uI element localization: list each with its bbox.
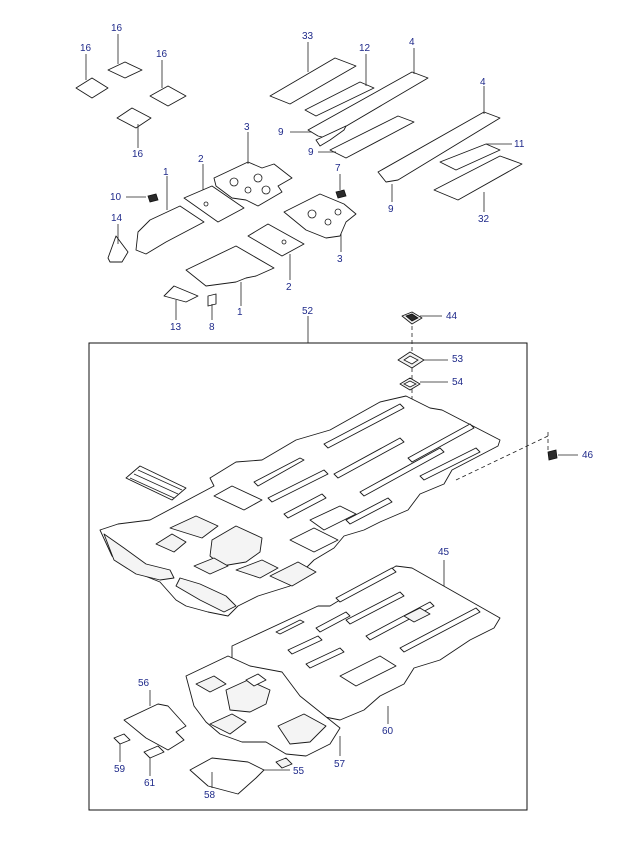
callout-60: 60 xyxy=(382,726,394,737)
callout-56: 56 xyxy=(138,678,150,689)
callout-4: 4 xyxy=(409,37,415,48)
callout-16: 16 xyxy=(80,43,92,54)
callout-58: 58 xyxy=(204,790,216,801)
callout-4: 4 xyxy=(480,77,486,88)
callout-1: 1 xyxy=(163,167,169,178)
callout-45: 45 xyxy=(438,547,450,558)
callout-13: 13 xyxy=(170,322,182,333)
part-clips-44-53-54 xyxy=(397,311,578,481)
callout-16: 16 xyxy=(111,23,123,34)
part-insulator-pads xyxy=(107,132,357,320)
part-strips xyxy=(269,42,523,212)
callout-16: 16 xyxy=(156,49,168,60)
callout-9: 9 xyxy=(388,204,394,215)
callout-3: 3 xyxy=(244,122,250,133)
callout-16: 16 xyxy=(132,149,144,160)
callout-2: 2 xyxy=(198,154,204,165)
callout-55: 55 xyxy=(293,766,305,777)
callout-52: 52 xyxy=(302,306,314,317)
callout-57: 57 xyxy=(334,759,346,770)
callout-2: 2 xyxy=(286,282,292,293)
callout-59: 59 xyxy=(114,764,126,775)
part-45-lower-carpet xyxy=(231,560,501,724)
callout-1: 1 xyxy=(237,307,243,318)
callout-7: 7 xyxy=(335,163,341,174)
callout-9: 9 xyxy=(278,127,284,138)
callout-61: 61 xyxy=(144,778,156,789)
callout-44: 44 xyxy=(446,311,458,322)
callout-9: 9 xyxy=(308,147,314,158)
callout-8: 8 xyxy=(209,322,215,333)
callout-46: 46 xyxy=(582,450,594,461)
part-front-section xyxy=(113,655,341,795)
callout-14: 14 xyxy=(111,213,123,224)
main-floor-carpet xyxy=(99,395,501,617)
part-16-pads xyxy=(75,34,187,148)
callout-32: 32 xyxy=(478,214,490,225)
callout-3: 3 xyxy=(337,254,343,265)
callout-12: 12 xyxy=(359,43,371,54)
callout-labels: 16 16 16 16 33 12 4 4 9 9 9 11 32 3 3 7 … xyxy=(80,23,594,801)
callout-53: 53 xyxy=(452,354,464,365)
callout-10: 10 xyxy=(110,192,122,203)
callout-33: 33 xyxy=(302,31,314,42)
callout-54: 54 xyxy=(452,377,464,388)
callout-11: 11 xyxy=(514,139,525,150)
